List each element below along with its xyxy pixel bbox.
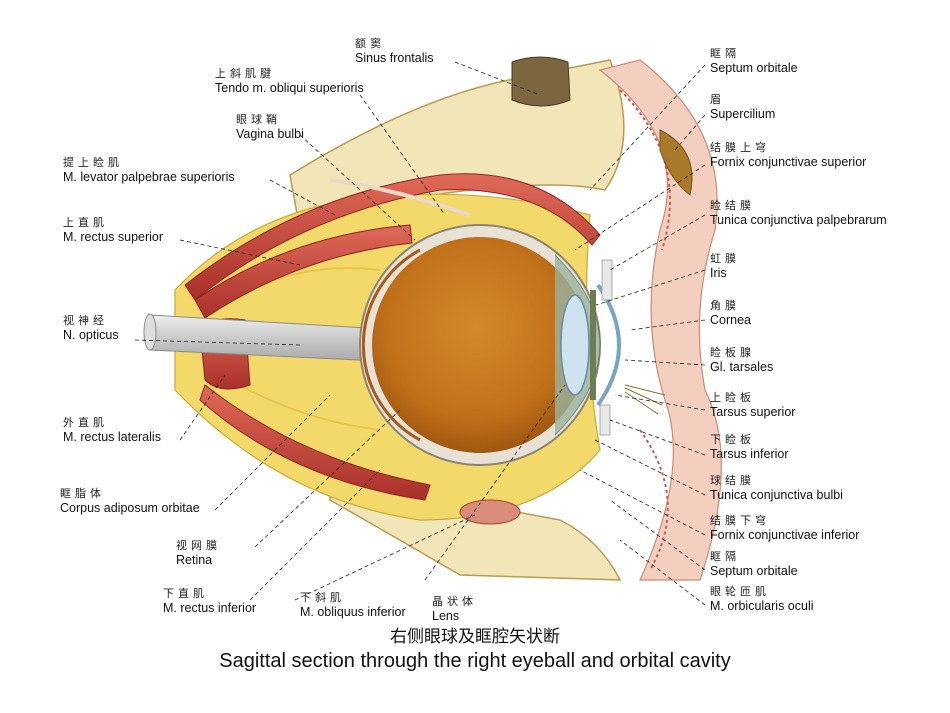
inferior-rectus-muscle [199,384,431,501]
label-fornix-superior: 结膜上穹 Fornix conjunctivae superior [710,141,867,169]
retina-layer [361,248,421,442]
superior-rectus-muscle [194,224,413,319]
label-obliquus-inferior: 下斜肌 M. obliquus inferior [300,591,406,619]
caption-chinese: 右侧眼球及眶腔矢状断 [390,627,560,647]
frontal-sinus [511,56,571,107]
superior-oblique-tendon [329,178,471,217]
label-rectus-superior: 上直肌 M. rectus superior [63,216,164,244]
levator-muscle [184,173,601,301]
leader-lines [134,61,706,606]
label-iris: 虹膜 Iris [710,252,740,280]
label-rectus-inferior: 下直肌 M. rectus inferior [163,587,257,615]
tarsus-inferior [599,404,611,436]
label-orbicularis: 眼轮匝肌 M. orbicularis oculi [710,585,814,613]
eyebrow [659,129,693,196]
tarsus-superior [601,259,613,301]
label-gl-tarsales: 睑板腺 Gl. tarsales [710,346,774,374]
caption-english: Sagittal section through the right eyeba… [219,650,731,672]
lens [560,294,590,396]
iris [590,290,596,400]
label-septum-orbitale-sup: 眶隔 Septum orbitale [710,47,798,75]
label-fornix-inferior: 结膜下穹 Fornix conjunctivae inferior [710,514,860,542]
label-supercilium: 眉 Supercilium [710,93,776,121]
label-levator: 提上睑肌 M. levator palpebrae superioris [63,156,235,184]
label-n-opticus: 视神经 N. opticus [63,314,119,342]
label-sinus-frontalis: 额窦 Sinus frontalis [355,37,434,65]
eyelashes [624,384,666,415]
label-rectus-lateralis: 外直肌 M. rectus lateralis [63,416,161,444]
label-tendo-obliqui: 上斜肌腱 Tendo m. obliqui superioris [215,67,364,95]
label-tarsus-inferior: 下睑板 Tarsus inferior [710,433,789,461]
label-septum-orbitale-inf: 眶隔 Septum orbitale [710,550,798,578]
eyeball-interior [372,237,588,453]
label-cornea: 角膜 Cornea [710,299,751,327]
label-vagina-bulbi: 眼球鞘 Vagina bulbi [236,113,304,141]
label-conjunctiva-palpebrarum: 睑结膜 Tunica conjunctiva palpebrarum [710,199,887,227]
label-tarsus-superior: 上睑板 Tarsus superior [710,391,796,419]
label-retina: 视网膜 Retina [176,539,221,567]
inferior-oblique-muscle [459,499,521,525]
label-corpus-adiposum: 眶脂体 Corpus adiposum orbitae [60,487,200,515]
label-conjunctiva-bulbi: 球结膜 Tunica conjunctiva bulbi [710,474,843,502]
label-lens: 晶状体 Lens [432,595,477,623]
